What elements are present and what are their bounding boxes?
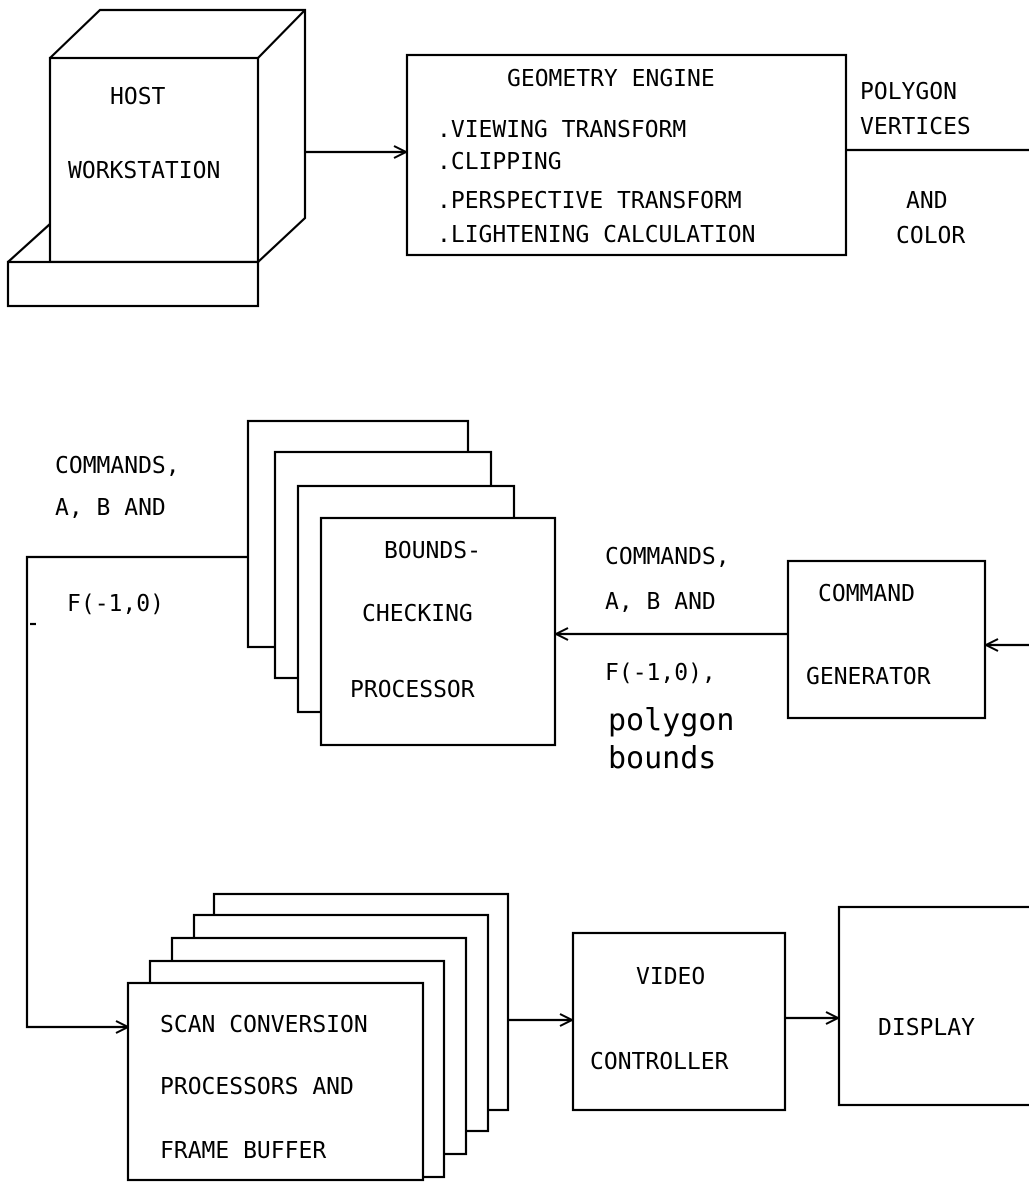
mid-ab-label: A, B AND — [605, 589, 716, 615]
bounds-checking-stack: BOUNDS- CHECKING PROCESSOR — [248, 421, 555, 745]
processor-label: PROCESSOR — [350, 677, 475, 703]
terminal-top-edge — [258, 10, 305, 58]
mid-f-label: F(-1,0), — [605, 660, 716, 686]
left-commands-label: COMMANDS, — [55, 453, 180, 479]
generator-label: GENERATOR — [806, 664, 931, 690]
mid-commands-label: COMMANDS, — [605, 544, 730, 570]
and-label: AND — [906, 188, 948, 214]
video-label: VIDEO — [636, 964, 705, 990]
color-label: COLOR — [896, 223, 965, 249]
geometry-item-perspective: .PERSPECTIVE TRANSFORM — [437, 188, 742, 214]
geometry-item-lightening: .LIGHTENING CALCULATION — [437, 222, 756, 248]
scan-line-2: PROCESSORS AND — [160, 1074, 354, 1100]
video-controller-frame — [573, 933, 785, 1110]
geometry-engine-title: GEOMETRY ENGINE — [507, 66, 715, 92]
vertices-label: VERTICES — [860, 114, 971, 140]
keyboard-base — [8, 262, 258, 306]
mid-polygon-label: polygon — [608, 703, 734, 738]
left-ab-label: A, B AND — [55, 495, 166, 521]
scan-line-3: FRAME BUFFER — [160, 1138, 326, 1164]
mid-bounds-label: bounds — [608, 741, 716, 776]
video-controller-box: VIDEO CONTROLLER — [573, 933, 785, 1110]
scan-line-1: SCAN CONVERSION — [160, 1012, 368, 1038]
host-label: HOST — [110, 84, 166, 110]
display-frame — [839, 907, 1029, 1105]
display-box: DISPLAY — [839, 907, 1029, 1105]
controller-label: CONTROLLER — [590, 1049, 729, 1075]
host-workstation: HOST WORKSTATION — [8, 10, 305, 306]
geometry-item-clipping: .CLIPPING — [437, 149, 562, 175]
left-f-label: F(-1,0) — [67, 591, 164, 617]
display-label: DISPLAY — [878, 1015, 975, 1041]
keyboard-left-edge — [8, 224, 50, 262]
command-generator-box: COMMAND GENERATOR — [788, 561, 985, 718]
polygon-label: POLYGON — [860, 79, 957, 105]
bounds-label: BOUNDS- — [384, 538, 481, 564]
workstation-label: WORKSTATION — [68, 158, 220, 184]
checking-label: CHECKING — [362, 601, 473, 627]
geometry-item-viewing: .VIEWING TRANSFORM — [437, 117, 686, 143]
command-label: COMMAND — [818, 581, 915, 607]
geometry-engine-box: GEOMETRY ENGINE .VIEWING TRANSFORM .CLIP… — [407, 55, 846, 255]
scan-conversion-stack: SCAN CONVERSION PROCESSORS AND FRAME BUF… — [128, 894, 508, 1180]
